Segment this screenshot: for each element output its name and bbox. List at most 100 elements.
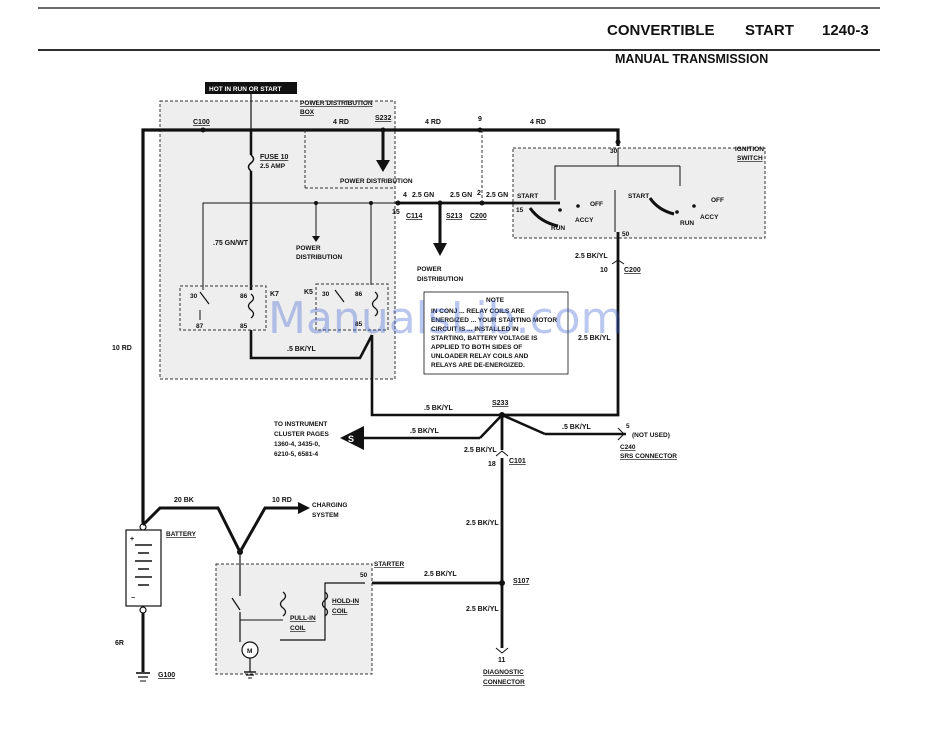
- power-distribution-box-outline: [159, 100, 396, 380]
- battery-symbol: [125, 529, 162, 607]
- power-distribution-box: [160, 101, 395, 379]
- instrument-label-2: CLUSTER PAGES: [274, 431, 329, 438]
- wire-label-25gn-b: 2.5 GN: [450, 192, 472, 199]
- starter-coil-feed: [280, 582, 365, 641]
- wire-label-10rd: 10 RD: [112, 345, 132, 352]
- pd-arrow-2: [433, 243, 447, 256]
- k7-pin85: 85: [240, 323, 248, 330]
- c101-label: C101: [509, 458, 526, 465]
- s233-label: S233: [492, 400, 508, 407]
- relay-k5-coil: [371, 291, 379, 317]
- srs-connector-symbol: [617, 427, 625, 441]
- pd-small-label-1: POWER: [296, 245, 321, 252]
- ign-run-1: RUN: [551, 225, 565, 232]
- g100-label: G100: [158, 672, 175, 679]
- ign-pin30: 30: [610, 148, 618, 155]
- k7-pin30: 30: [190, 293, 198, 300]
- pin11-label: 11: [498, 657, 506, 664]
- wire-label-6r: 6R: [115, 640, 124, 647]
- starter-box: [216, 564, 372, 674]
- hot-label-box: [205, 82, 297, 94]
- wire-label-75gnwt: .75 GN/WT: [213, 240, 249, 247]
- ign-accy-1: ACCY: [575, 217, 594, 224]
- k5-label: K5: [304, 289, 313, 296]
- charging-arrow: [298, 502, 310, 514]
- wire-label-25bkyl-d: 2.5 BK/YL: [466, 520, 499, 527]
- starter-box-outline: [215, 563, 373, 675]
- pin9-node: [477, 127, 483, 133]
- watermark: ManualsLib.com: [268, 293, 623, 344]
- wire-label-25gn-c: 2.5 GN: [486, 192, 508, 199]
- instrument-label-4: 6210-5, 6581-4: [274, 451, 318, 458]
- note-line-5: APPLIED TO BOTH SIDES OF: [431, 344, 522, 351]
- pdb-label-2: BOX: [300, 109, 315, 116]
- instrument-label-1: TO INSTRUMENT: [274, 421, 327, 428]
- s213-node: [437, 200, 443, 206]
- pin9-label: 9: [478, 116, 482, 123]
- charging-label-1: CHARGING: [312, 502, 347, 509]
- s233-branch-left: [479, 414, 503, 439]
- instrument-arrow: [340, 426, 364, 450]
- pd-small-label-2: DISTRIBUTION: [296, 254, 343, 261]
- hot-label: HOT IN RUN OR START: [209, 86, 281, 93]
- note-line-7: RELAYS ARE DE-ENERGIZED.: [431, 362, 525, 369]
- pdb-label-1: POWER DISTRIBUTION: [300, 100, 373, 107]
- ign-label-2: SWITCH: [737, 155, 763, 162]
- note-line-6: UNLOADER RELAY COILS AND: [431, 353, 529, 360]
- header-title: CONVERTIBLE: [607, 22, 715, 39]
- ign-pin15: 15: [516, 207, 524, 214]
- wire-label-4rd-a: 4 RD: [333, 119, 349, 126]
- c114-label: C114: [406, 213, 422, 220]
- internal-pd-arrow: [312, 236, 320, 242]
- ign-run-2: RUN: [680, 220, 694, 227]
- battery-minus: −: [131, 595, 135, 602]
- pin2-label: 2: [477, 190, 481, 197]
- internal-feed-wire: [202, 202, 398, 290]
- k7-pin87: 87: [196, 323, 204, 330]
- ign-contact-1: [558, 208, 562, 212]
- note-line-2: ENERGIZED ... YOUR STARTING MOTOR: [431, 317, 557, 324]
- instrument-label-3: 1360-4, 3435-0,: [274, 441, 320, 448]
- pin15-label-a: 15: [392, 209, 400, 216]
- fuse-10-symbol: [247, 154, 255, 172]
- hold-in-label-2: COIL: [332, 608, 348, 615]
- pin4-label: 4: [403, 192, 407, 199]
- fuse-amp-label: 2.5 AMP: [260, 163, 286, 170]
- pin10-label: 10: [600, 267, 608, 274]
- starter-pin50: 50: [360, 572, 368, 579]
- relay-k5-contact: [334, 289, 345, 303]
- c240-label: C240: [620, 444, 636, 451]
- ign-rotor-1: [528, 207, 559, 228]
- diag-label-1: DIAGNOSTIC: [483, 669, 524, 676]
- ign-contact-4: [692, 204, 696, 208]
- pin30-node: [615, 139, 621, 145]
- ign-off-2: OFF: [711, 197, 724, 204]
- ign-start-1: START: [517, 193, 538, 200]
- hold-in-coil-symbol: [321, 591, 329, 617]
- pin2-node: [479, 200, 485, 206]
- relay-k5-box: [315, 283, 389, 331]
- pull-in-coil-symbol: [279, 591, 287, 617]
- s232-node: [380, 127, 386, 133]
- pin5-label: 5: [626, 423, 630, 430]
- pull-in-label-1: PULL-IN: [290, 615, 316, 622]
- wire-label-4rd-c: 4 RD: [530, 119, 546, 126]
- ign-rotor-2: [648, 197, 675, 216]
- k5-pin85: 85: [355, 321, 363, 328]
- wire-label-25gn-a: 2.5 GN: [412, 192, 434, 199]
- c200b-label: C200: [624, 267, 641, 274]
- note-box: [423, 291, 569, 375]
- wire-label-25bkyl-e: 2.5 BK/YL: [424, 571, 457, 578]
- k5-pin86: 86: [355, 291, 363, 298]
- c100-label: C100: [193, 119, 210, 126]
- wire-label-25bkyl-c: 2.5 BK/YL: [464, 447, 497, 454]
- ign-internal-a: [554, 148, 619, 200]
- s232-label: S232: [375, 115, 391, 122]
- wire-label-5bkyl-d: .5 BK/YL: [562, 424, 592, 431]
- wire-label-5bkyl-c: .5 BK/YL: [410, 428, 440, 435]
- ign-accy-2: ACCY: [700, 214, 719, 221]
- wire-label-25bkyl-a: 2.5 BK/YL: [575, 253, 608, 260]
- starter-label: STARTER: [374, 561, 405, 568]
- ign-contact-2: [576, 204, 580, 208]
